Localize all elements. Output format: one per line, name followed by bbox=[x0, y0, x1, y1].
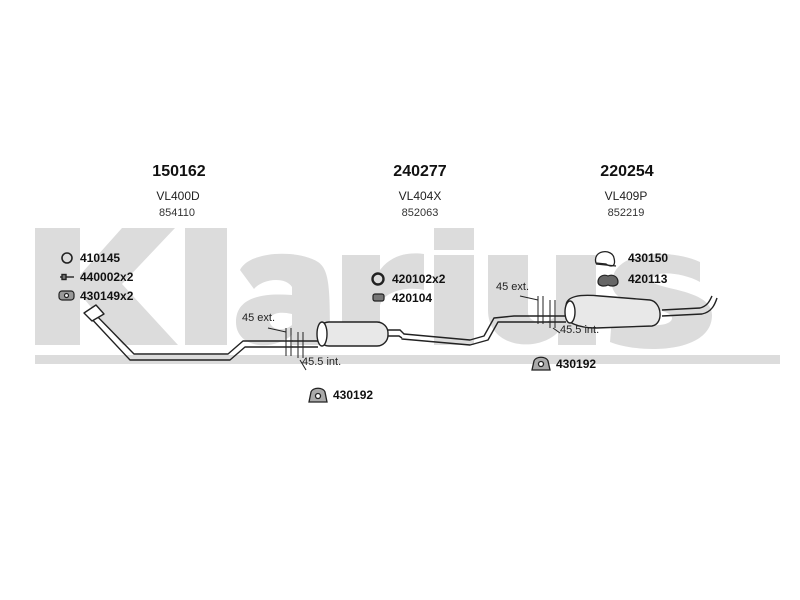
clamp-icon bbox=[531, 356, 551, 371]
intermediate-pipe bbox=[401, 315, 549, 346]
bolt-icon bbox=[60, 273, 74, 281]
right-ext-measure: 45 ext. bbox=[496, 281, 530, 293]
section-2-ref: 852063 bbox=[401, 207, 439, 219]
clamp-icon bbox=[308, 387, 328, 403]
fitting-label: 420102x2 bbox=[392, 272, 446, 286]
section-3-code: VL409P bbox=[604, 189, 648, 203]
fitting-label: 410145 bbox=[80, 251, 121, 265]
section-2-code: VL404X bbox=[398, 189, 442, 203]
section-3-ref: 852219 bbox=[607, 207, 645, 219]
fitting-label: 420113 bbox=[628, 272, 668, 286]
clamp-label: 430192 bbox=[556, 357, 597, 371]
right-int-measure: 45.5 int. bbox=[560, 324, 600, 336]
gasket-ring-icon bbox=[61, 252, 73, 264]
clamp-label: 430192 bbox=[333, 388, 374, 402]
section-1-code: VL400D bbox=[156, 189, 200, 203]
left-int-measure: 45.5 int. bbox=[302, 356, 342, 368]
left-joint bbox=[267, 327, 307, 371]
section-3-part-number: 220254 bbox=[600, 163, 654, 180]
mounting-bracket-icon bbox=[594, 251, 617, 267]
middle-muffler bbox=[292, 321, 405, 348]
right-joint bbox=[519, 295, 561, 334]
left-ext-measure: 45 ext. bbox=[242, 312, 276, 324]
section-2-part-number: 240277 bbox=[393, 163, 447, 180]
fitting-label: 430149x2 bbox=[80, 289, 134, 303]
fitting-label: 420104 bbox=[392, 291, 433, 305]
section-1-ref: 854110 bbox=[159, 207, 195, 219]
fitting-label: 440002x2 bbox=[80, 270, 134, 284]
flange-gasket-icon bbox=[58, 290, 75, 301]
rubber-hanger-icon bbox=[597, 274, 619, 287]
front-pipe bbox=[83, 304, 293, 361]
fitting-label: 430150 bbox=[628, 251, 669, 265]
o-ring-icon bbox=[371, 272, 385, 286]
section-1-part-number: 150162 bbox=[152, 163, 206, 180]
rubber-block-icon bbox=[372, 293, 385, 302]
rear-muffler bbox=[548, 294, 718, 329]
